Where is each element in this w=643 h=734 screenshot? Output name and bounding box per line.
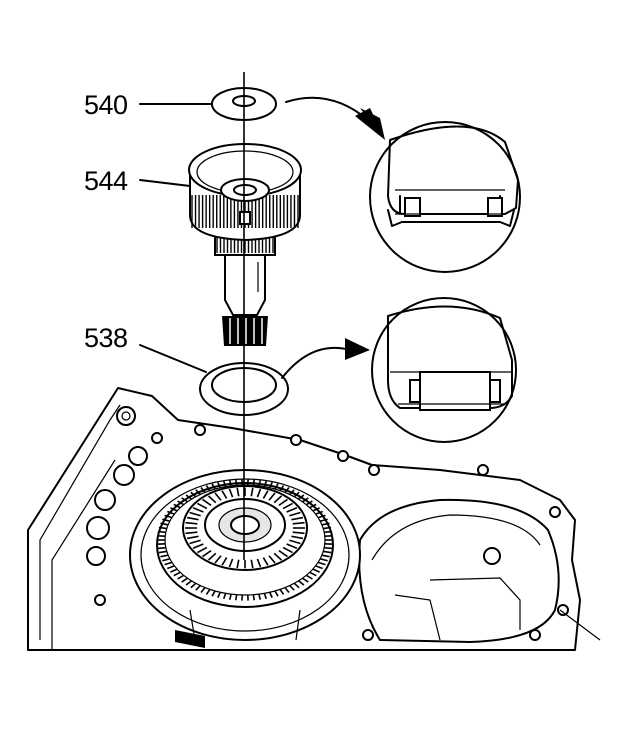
transmission-case: [27, 387, 601, 651]
clutch-gear-drum: [129, 469, 361, 648]
callout-label-544: 544: [84, 166, 128, 196]
callout-label-538: 538: [84, 323, 128, 353]
detail-view-lower: [281, 297, 517, 443]
leader-lines: [139, 103, 213, 373]
callout-label-540: 540: [84, 90, 128, 120]
shaft-gear-544: [188, 143, 302, 346]
detail-view-upper: [285, 96, 521, 273]
